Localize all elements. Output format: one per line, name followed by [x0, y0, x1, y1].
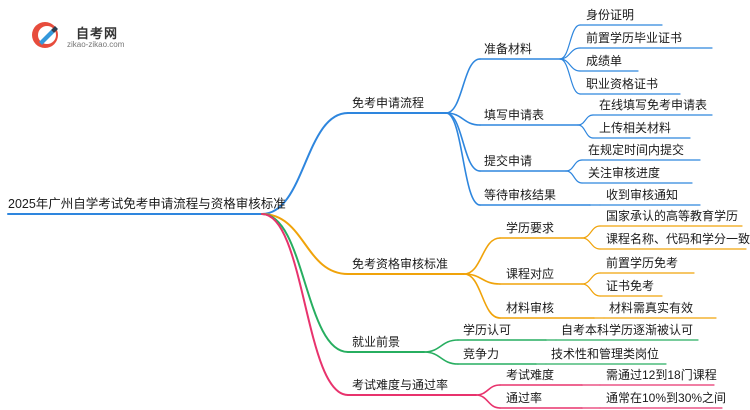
branch-difficulty-pass-rate: 考试难度与通过率 — [352, 378, 449, 392]
branch-career-prospects: 就业前景 — [352, 335, 401, 349]
leaf-receive-notice: 收到审核通知 — [606, 188, 679, 202]
connector-b2-child-5-leaf-1 — [581, 283, 601, 297]
leaf-tech-management-jobs: 技术性和管理类岗位 — [551, 347, 660, 361]
leaf-course-match: 课程名称、代码和学分一致 — [606, 232, 750, 246]
node-course-mapping: 课程对应 — [506, 267, 555, 281]
connector-b1-child-0-leaf-3 — [559, 58, 581, 95]
leaf-prior-degree-exemption: 前置学历免考 — [606, 256, 679, 270]
site-logo[interactable]: 自考网 zikao-zikao.com — [30, 20, 140, 50]
connector-b2-child-4-leaf-0 — [581, 225, 601, 239]
branch-eligibility-standards: 免考资格审核标准 — [352, 257, 449, 271]
branch-application-process: 免考申请流程 — [352, 96, 425, 110]
connector-b2-child-4 — [463, 237, 501, 275]
node-prepare-materials: 准备材料 — [484, 42, 533, 56]
connector-root-b3 — [261, 213, 349, 353]
logo-title: 自考网 — [76, 26, 119, 41]
leaf-degree-recognized: 自考本科学历逐渐被认可 — [561, 323, 694, 337]
connector-root-b2 — [261, 213, 349, 275]
node-exam-difficulty: 考试难度 — [506, 368, 555, 382]
connector-b1-child-1-leaf-1 — [577, 124, 594, 139]
node-competitiveness: 竞争力 — [463, 347, 500, 361]
node-degree-recognition: 学历认可 — [463, 323, 512, 337]
node-education-requirement: 学历要求 — [506, 221, 555, 235]
node-submit: 提交申请 — [484, 154, 533, 168]
leaf-upload-materials: 上传相关材料 — [599, 121, 672, 135]
connector-b1-child-2-leaf-0 — [565, 159, 583, 172]
connector-b4-child-10 — [475, 394, 501, 409]
connector-b2-child-4-leaf-1 — [581, 237, 601, 250]
connector-b1-child-0-leaf-0 — [559, 24, 581, 60]
connector-root-b1 — [261, 112, 349, 215]
leaf-recognized-degree: 国家承认的高等教育学历 — [606, 209, 739, 223]
logo-url: zikao-zikao.com — [67, 40, 125, 49]
node-fill-form: 填写申请表 — [484, 108, 545, 122]
node-await-result: 等待审核结果 — [484, 188, 557, 202]
connector-b1-child-3 — [445, 112, 481, 206]
connector-b4-child-9 — [475, 384, 501, 396]
node-material-review: 材料审核 — [506, 301, 555, 315]
root-topic: 2025年广州自学考试免考申请流程与资格审核标准 — [8, 197, 286, 211]
leaf-transcript: 成绩单 — [586, 54, 623, 68]
connector-b1-child-2-leaf-1 — [565, 170, 583, 184]
connector-b2-child-6 — [463, 273, 501, 319]
logo-mark-icon — [32, 22, 58, 48]
leaf-professional-cert: 职业资格证书 — [586, 77, 659, 91]
node-pass-rate: 通过率 — [506, 391, 543, 405]
connector-b1-child-0 — [445, 58, 481, 114]
leaf-id-proof: 身份证明 — [586, 8, 635, 22]
connector-b3-child-7 — [423, 339, 459, 353]
connector-b1-child-1-leaf-0 — [577, 114, 594, 126]
leaf-authentic-materials: 材料需真实有效 — [609, 301, 694, 315]
connector-b3-child-8 — [423, 351, 459, 365]
leaf-track-progress: 关注审核进度 — [588, 166, 661, 180]
leaf-prior-diploma: 前置学历毕业证书 — [586, 31, 683, 45]
leaf-pass-rate-range: 通常在10%到30%之间 — [606, 391, 727, 405]
leaf-online-form: 在线填写免考申请表 — [599, 98, 708, 112]
connector-b2-child-5-leaf-0 — [581, 272, 601, 285]
connector-root-b4 — [261, 213, 349, 396]
leaf-cert-exemption: 证书免考 — [606, 279, 655, 293]
leaf-course-count: 需通过12到18门课程 — [606, 368, 717, 382]
leaf-submit-on-time: 在规定时间内提交 — [588, 143, 685, 157]
